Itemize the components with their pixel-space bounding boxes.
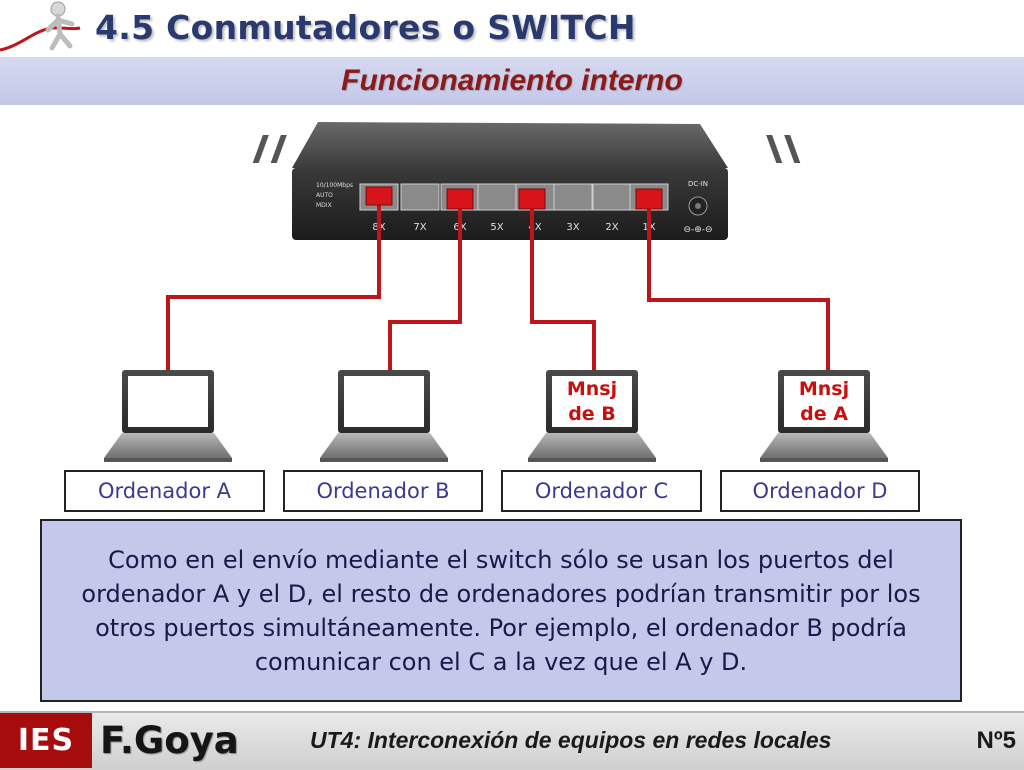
switch-info-1: 10/100Mbps: [316, 182, 353, 189]
cable-c: [530, 200, 596, 372]
page-subtitle: Funcionamiento interno: [341, 64, 683, 97]
switch-info-3: MDIX: [316, 202, 332, 209]
port-label-3x: 3X: [566, 222, 579, 233]
cable-a: [166, 200, 381, 372]
message-d-line1: Mnsj: [798, 378, 850, 400]
message-d-line2: de A: [800, 403, 848, 425]
port-label-5x: 5X: [490, 222, 503, 233]
explanation-text: Como en el envío mediante el switch sólo…: [81, 545, 921, 676]
laptop-d-icon: [760, 370, 888, 462]
label-ordenador-d: Ordenador D: [720, 470, 920, 512]
label-ordenador-a: Ordenador A: [64, 470, 265, 512]
port-label-2x: 2X: [605, 222, 618, 233]
switch-ports: [359, 183, 669, 211]
explanation-box: Como en el envío mediante el switch sólo…: [40, 519, 962, 702]
port-connectors: [365, 186, 663, 210]
label-ordenador-c: Ordenador C: [501, 470, 702, 512]
message-c-line1: Mnsj: [566, 378, 618, 400]
laptop-c-icon: [528, 370, 656, 462]
message-c-line2: de B: [568, 403, 616, 425]
footer-school-name: F.Goya: [100, 719, 239, 762]
logo-figure-icon: [0, 1, 81, 52]
cable-d: [647, 200, 830, 372]
footer-bar: [0, 711, 1024, 770]
port-label-7x: 7X: [413, 222, 426, 233]
subtitle-bar: [0, 57, 1024, 105]
page-title: 4.5 Conmutadores o SWITCH: [95, 8, 636, 47]
footer-course-title: UT4: Interconexión de equipos en redes l…: [310, 727, 832, 753]
message-on-d: Mnsj de A: [789, 377, 859, 427]
svg-text:⊖-⊕-⊖: ⊖-⊕-⊖: [683, 225, 712, 235]
footer-ies-logo: IES: [0, 713, 92, 768]
port-label-4x: 4X: [528, 222, 541, 233]
network-cables: [166, 200, 830, 372]
power-label: DC-IN: [688, 180, 708, 188]
cable-b: [388, 200, 462, 372]
label-ordenador-b: Ordenador B: [283, 470, 483, 512]
switch-vents: [252, 135, 801, 163]
message-on-c: Mnsj de B: [557, 377, 627, 427]
laptop-a-icon: [104, 370, 232, 462]
footer-page-number: Nº5: [976, 727, 1016, 754]
network-switch: 10/100Mbps AUTO MDIX 8X 7X 6X 5X 4X 3X 2…: [252, 122, 801, 240]
switch-info-2: AUTO: [316, 192, 333, 199]
laptop-b-icon: [320, 370, 448, 462]
